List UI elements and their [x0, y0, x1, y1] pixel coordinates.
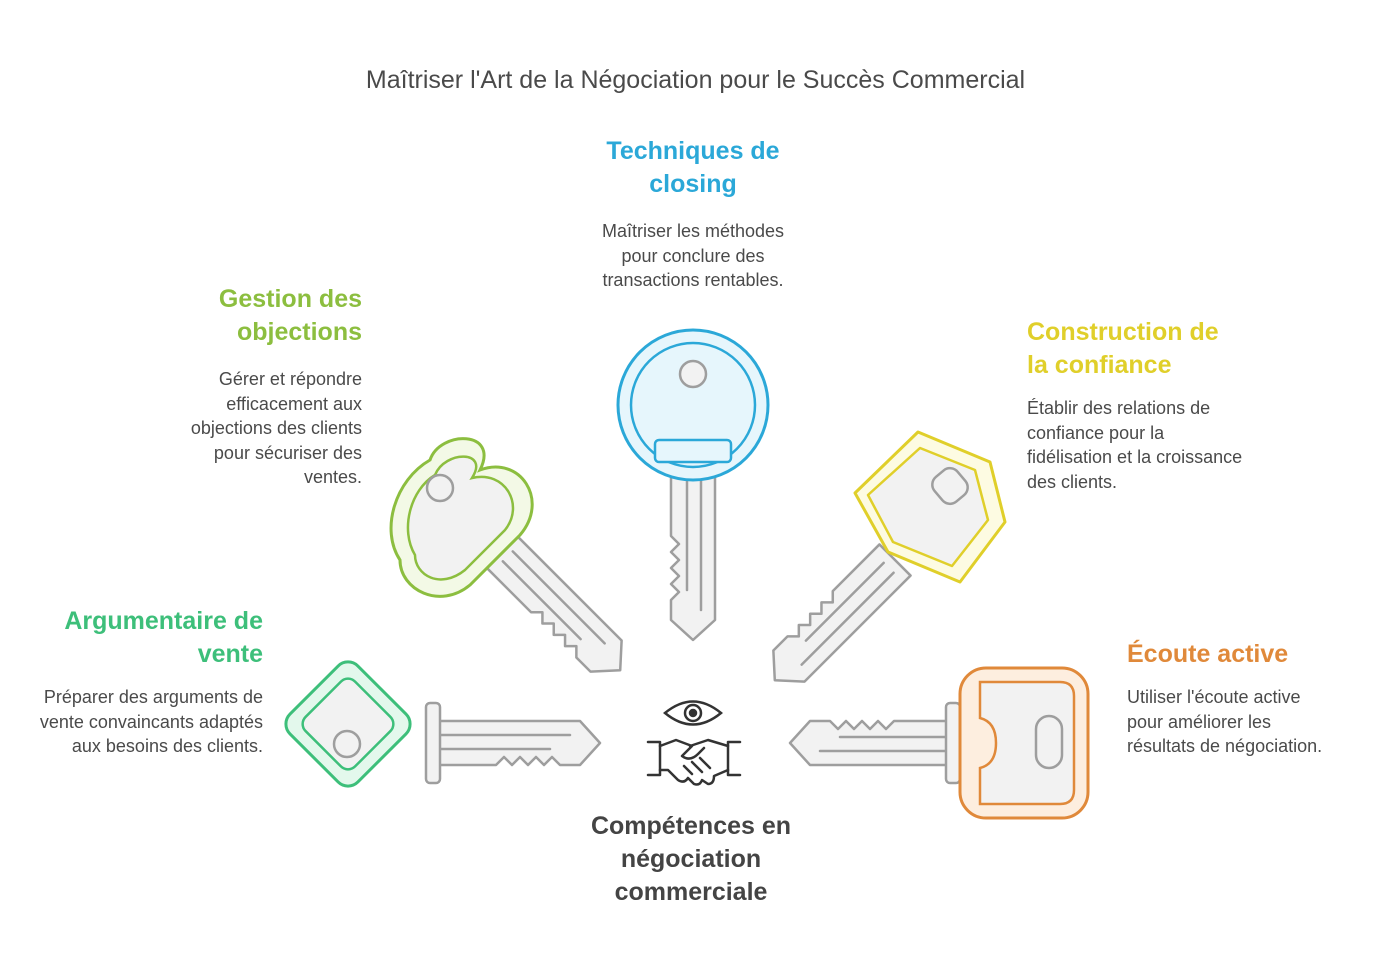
key-hole-argumentaire: [332, 729, 362, 759]
key-blade-objections: [483, 533, 638, 688]
key-argumentaire: [284, 660, 602, 788]
description-argumentaire: Préparer des arguments de vente convainc…: [39, 687, 263, 756]
heading-confiance: Construction de la confiance: [1027, 318, 1219, 379]
key-blade-argumentaire: [428, 719, 602, 767]
description-ecoute: Utiliser l'écoute active pour améliorer …: [1127, 687, 1323, 756]
key-hole-closing: [678, 359, 708, 389]
handshake-icon: [646, 738, 742, 786]
heading-objections: Gestion des objections: [218, 285, 362, 346]
key-hole-confiance: [931, 466, 969, 506]
key-hole-objections: [425, 473, 455, 503]
key-blade-confiance: [757, 543, 912, 698]
key-blade-closing: [669, 468, 717, 642]
heading-ecoute: Écoute active: [1127, 640, 1289, 668]
key-blade-ecoute: [788, 719, 962, 767]
key-ecoute: [788, 666, 1090, 820]
heading-argumentaire: Argumentaire de vente: [64, 607, 263, 668]
key-objections: [389, 437, 638, 688]
center-label: Compétences en négociation commerciale: [590, 812, 792, 906]
key-hole-ecoute: [1034, 714, 1064, 770]
heading-closing: Techniques de closing: [606, 137, 780, 198]
description-objections: Gérer et répondre efficacement aux objec…: [190, 369, 362, 487]
description-confiance: Établir des relations de confiance pour …: [1027, 398, 1243, 492]
key-confiance: [757, 430, 1007, 698]
diagram-title: Maîtriser l'Art de la Négociation pour l…: [365, 66, 1026, 94]
key-closing: [616, 328, 770, 642]
eye-icon: [663, 700, 723, 726]
description-closing: Maîtriser les méthodes pour conclure des…: [601, 221, 785, 290]
